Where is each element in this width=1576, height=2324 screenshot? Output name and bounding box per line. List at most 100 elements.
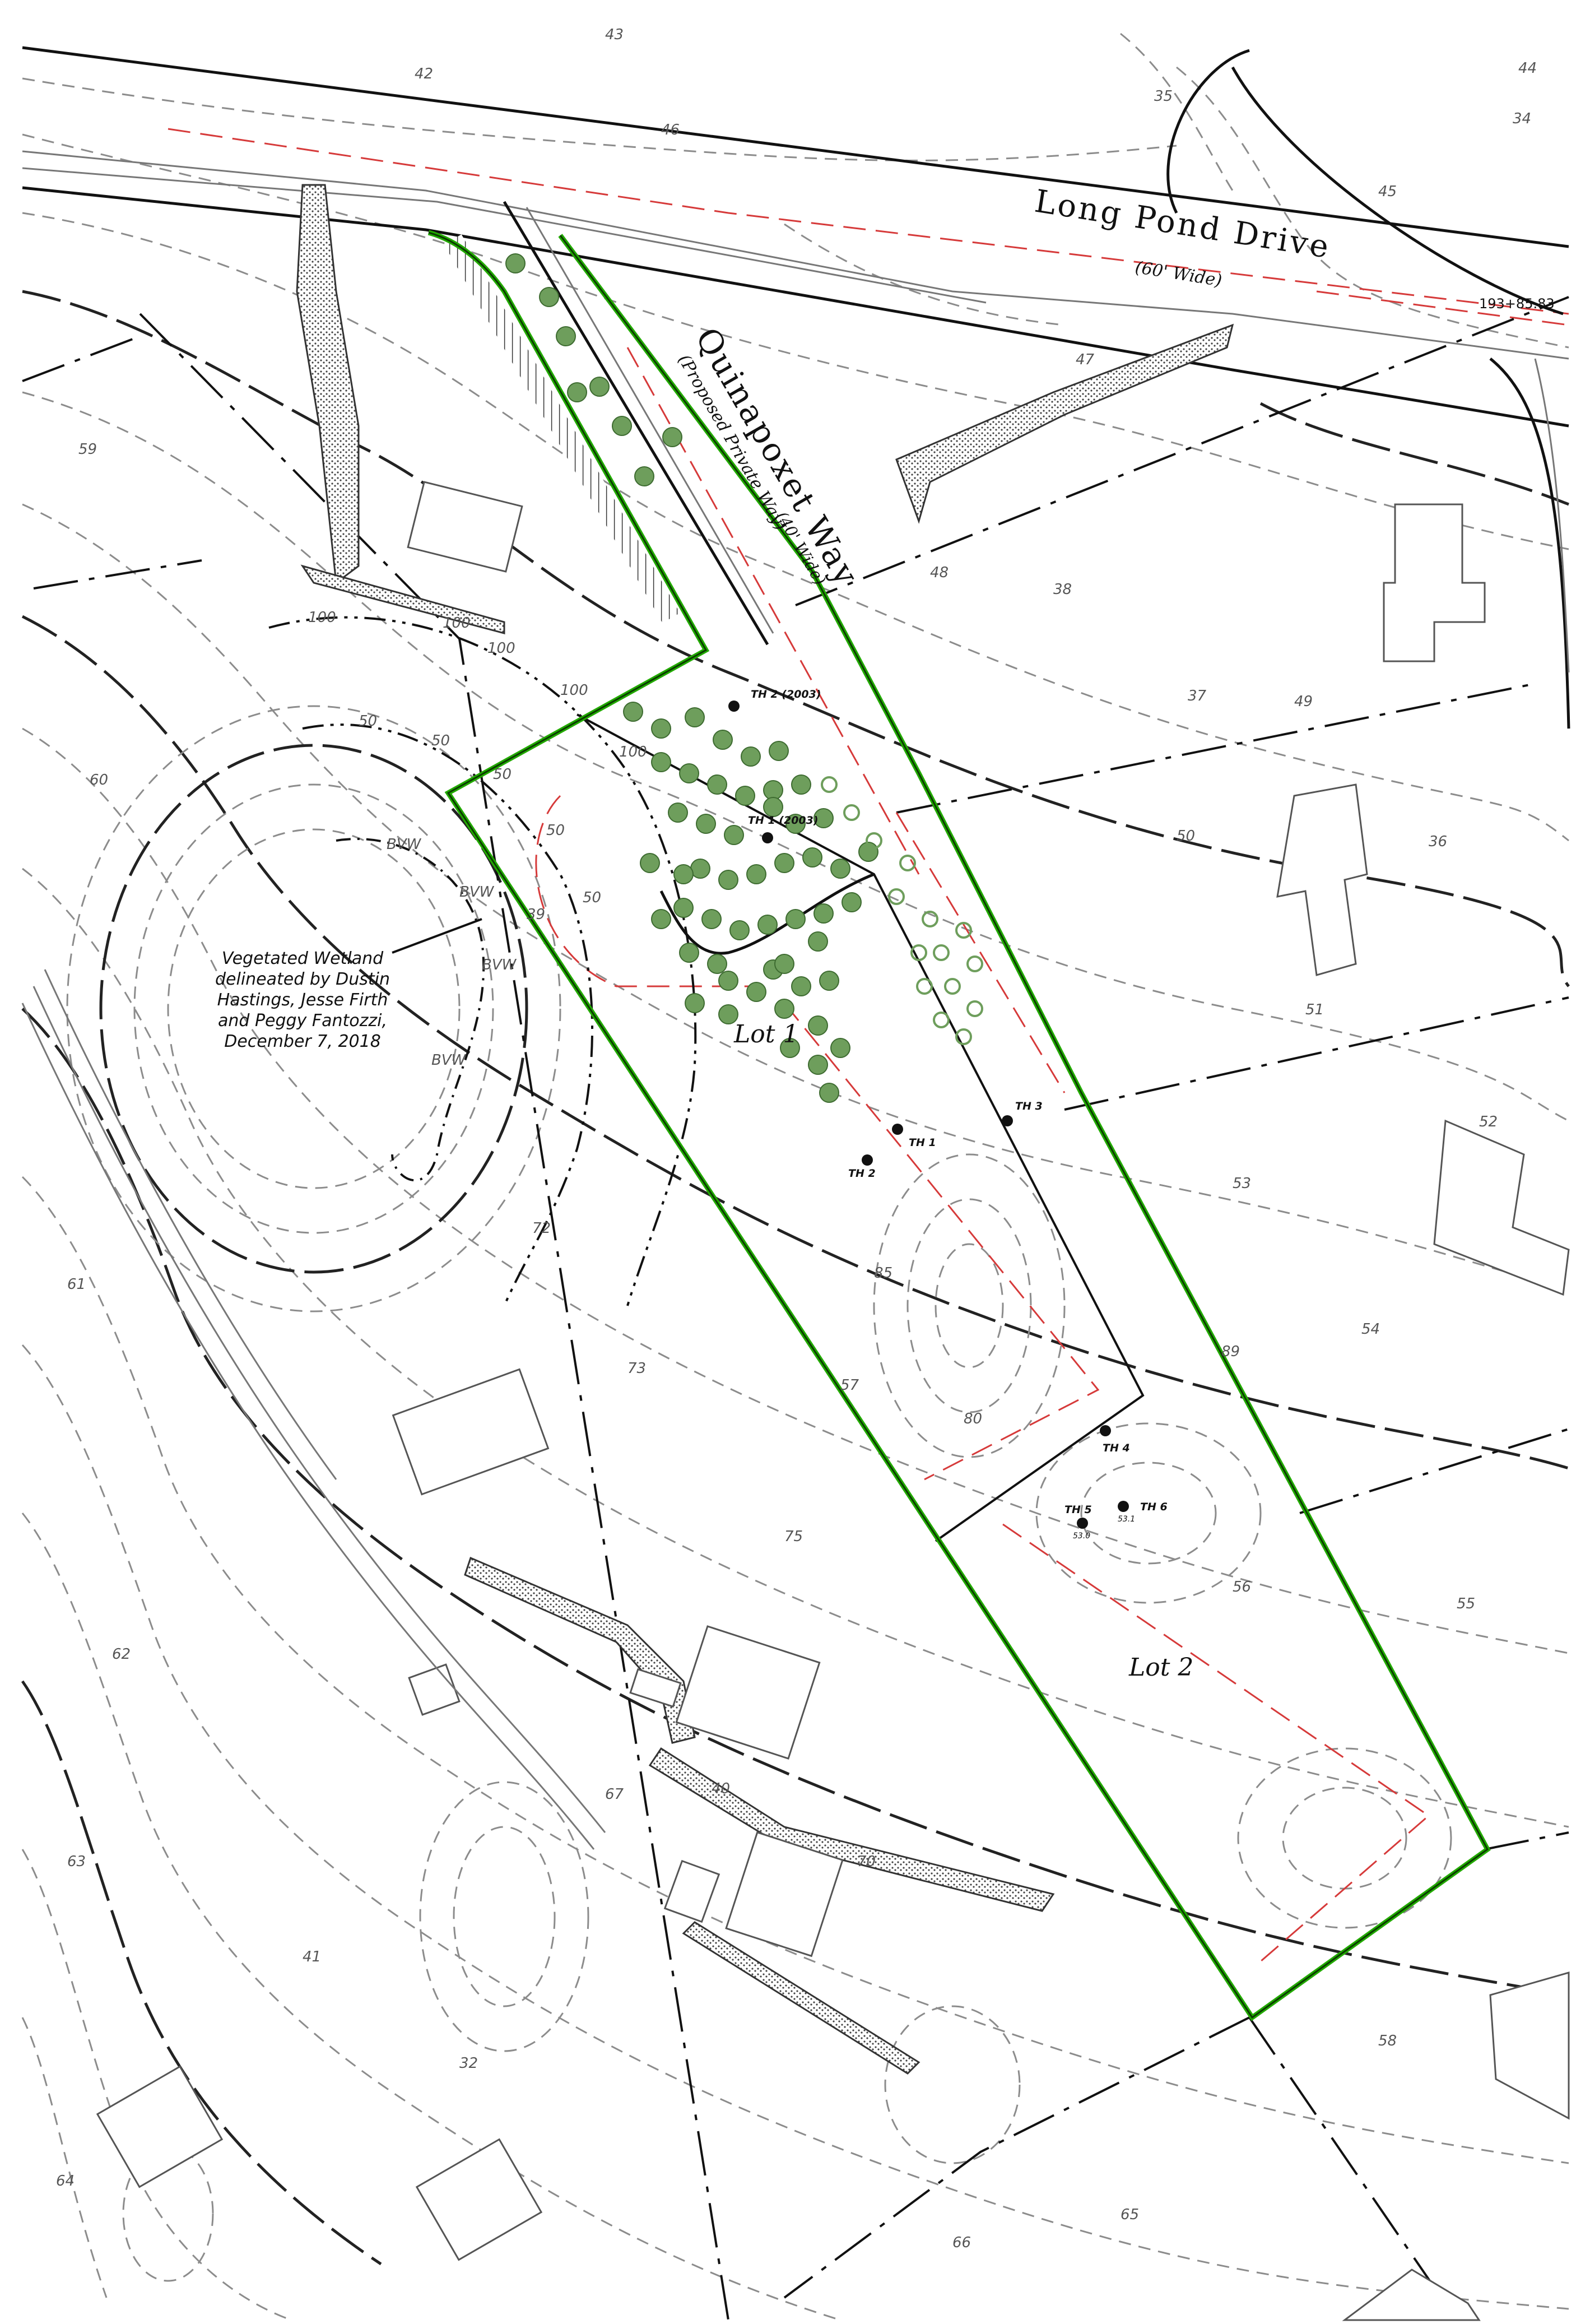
tree-symbol <box>673 864 694 884</box>
shrub-symbol <box>821 776 838 793</box>
contour-label: 38 <box>1053 581 1072 598</box>
tree-symbol <box>679 943 699 963</box>
tree-symbol <box>539 287 559 307</box>
tree-symbol <box>808 931 828 952</box>
buffer-label: 100 <box>308 609 336 626</box>
svg-text:TH 2: TH 2 <box>848 1167 876 1180</box>
building <box>1489 1972 1570 2120</box>
wetland-note-line: and Peggy Fantozzi, <box>218 1011 387 1031</box>
shrub-symbol <box>966 955 983 972</box>
tree-symbol <box>651 909 671 929</box>
tree-symbol <box>763 780 783 800</box>
contour-label: 65 <box>1121 2206 1139 2223</box>
tree-symbol <box>556 326 576 346</box>
shrub-symbol <box>899 855 916 871</box>
tree-symbol <box>640 853 660 873</box>
tree-symbol <box>713 730 733 750</box>
test-hole-marker: TH 4 <box>1100 1425 1130 1454</box>
tree-symbol <box>830 1038 850 1058</box>
tree-symbol <box>774 853 794 873</box>
wetland-leader <box>392 918 482 954</box>
building <box>392 1368 550 1496</box>
tree-symbol <box>819 971 839 991</box>
contour-label: 43 <box>605 26 624 43</box>
building <box>407 481 523 573</box>
building <box>415 2138 543 2261</box>
street-name-quinapoxet: Quinapoxet Way <box>688 321 867 592</box>
tree-symbol <box>567 382 587 402</box>
lot-boundary <box>427 230 1491 2021</box>
contour-label: 70 <box>857 1853 876 1870</box>
tree-symbol <box>808 1055 828 1075</box>
contour-label: 61 <box>67 1276 86 1293</box>
stone-wall-hatch <box>444 234 680 623</box>
tree-symbol <box>785 814 806 834</box>
tree-symbol <box>685 707 705 727</box>
contour-label: 44 <box>1518 60 1537 77</box>
contour-label: 51 <box>1305 1001 1324 1018</box>
test-hole-marker: TH 1 (2003) <box>748 814 819 843</box>
test-hole-marker: TH 5 53.0 <box>1064 1504 1092 1541</box>
buffer-label: 100 <box>560 682 588 699</box>
test-hole-marker: TH 2 <box>848 1154 876 1180</box>
tree-symbol <box>718 870 738 890</box>
wetland-buffers: 100 100 100 100 100 50 50 50 50 50 BVW B… <box>268 609 697 1306</box>
contour-label: 67 <box>605 1786 624 1803</box>
buffer-label: 50 <box>546 822 565 839</box>
svg-text:TH 1: TH 1 <box>909 1137 936 1149</box>
contour-label: 50 <box>1177 828 1195 845</box>
tree-symbol <box>729 920 750 940</box>
tree-symbol <box>668 803 688 823</box>
wetland-note-line: delineated by Dustin <box>215 970 390 989</box>
tree-symbol <box>707 954 727 974</box>
tree-symbol <box>769 741 789 761</box>
tree-symbol <box>808 1015 828 1036</box>
shrub-symbol <box>916 978 933 995</box>
tree-symbol <box>791 774 811 795</box>
street-network <box>22 46 1570 955</box>
buffer-label: 100 <box>443 615 471 632</box>
svg-text:TH 3: TH 3 <box>1015 1100 1043 1112</box>
tree-symbol <box>718 971 738 991</box>
tree-symbol <box>830 859 850 879</box>
tree-symbol <box>785 909 806 929</box>
contour-label: 58 <box>1378 2033 1397 2049</box>
tree-symbol <box>623 702 643 722</box>
contour-label: 62 <box>112 1646 131 1663</box>
tree-symbol <box>757 915 778 935</box>
wetland-note-line: Vegetated Wetland <box>222 949 384 968</box>
contour-label: 40 <box>712 1780 730 1797</box>
building <box>675 1625 821 1760</box>
street-width-label: (60' Wide) <box>1134 258 1224 291</box>
wetland-note: Vegetated Wetland delineated by Dustin H… <box>215 949 390 1051</box>
contour-label: 63 <box>67 1853 86 1870</box>
tree-symbol <box>505 253 526 273</box>
contour-label: 34 <box>1513 110 1531 127</box>
contour-label: 66 <box>952 2234 971 2251</box>
tree-symbol <box>634 466 654 486</box>
tree-symbol <box>662 427 682 447</box>
setback-lines <box>535 795 1430 1963</box>
tree-symbol <box>651 718 671 739</box>
contour-label: 73 <box>627 1360 646 1377</box>
wetland-note-line: December 7, 2018 <box>224 1032 381 1051</box>
svg-text:TH 6: TH 6 <box>1140 1501 1168 1513</box>
bvw-label: BVW <box>431 1052 467 1069</box>
contour-label: 55 <box>1457 1595 1475 1612</box>
contour-label: 52 <box>1479 1114 1498 1130</box>
contour-label: 56 <box>1233 1579 1251 1595</box>
tree-symbol <box>651 752 671 772</box>
contour-label: 47 <box>1076 351 1095 368</box>
contour-label: 57 <box>840 1377 859 1394</box>
buffer-100-line <box>268 616 697 1306</box>
map-labels: Long Pond Drive (60' Wide) 193+85.83 Qui… <box>674 183 1555 1682</box>
test-holes: TH 2 (2003) TH 1 (2003) TH 1 TH 2 TH 3 T… <box>728 688 1168 1541</box>
svg-text:TH 5: TH 5 <box>1064 1504 1092 1516</box>
shrub-symbol <box>955 1028 972 1045</box>
buffer-label: 50 <box>431 732 450 749</box>
contour-label: 48 <box>930 564 949 581</box>
tree-symbol <box>707 774 727 795</box>
bvw-label: BVW <box>459 884 495 901</box>
tree-symbol <box>780 1038 800 1058</box>
